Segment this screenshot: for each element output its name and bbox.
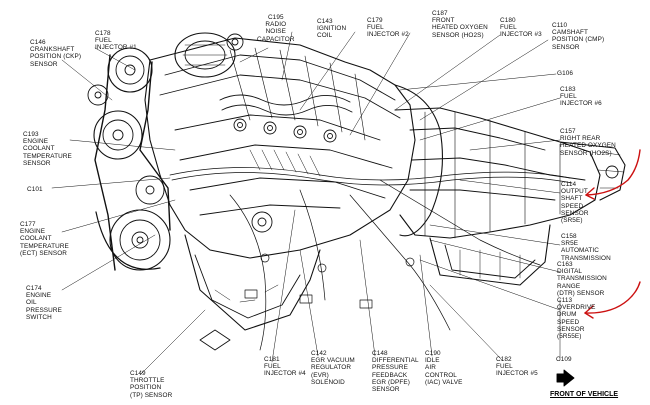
label-c143-ignition-coil: C143 IGNITION COIL xyxy=(317,18,347,40)
wiring-harness xyxy=(169,167,573,351)
label-c114-output-shaft-speed-sensor: C114 OUTPUT SHAFT SPEED SENSOR (SR5E) xyxy=(561,181,589,225)
leader-lines xyxy=(51,31,561,376)
label-c158-automatic-transmission: C158 SR5E AUTOMATIC TRANSMISSION xyxy=(561,233,611,262)
label-c193-engine-coolant-temperature-sensor: C193 ENGINE COOLANT TEMPERATURE SENSOR xyxy=(23,131,72,167)
label-c110-camshaft-position-sensor: C110 CAMSHAFT POSITION (CMP) SENSOR xyxy=(552,22,605,51)
front-of-vehicle-label: FRONT OF VEHICLE xyxy=(550,391,619,398)
label-c182-fuel-injector-5: C182 FUEL INJECTOR #5 xyxy=(496,356,538,378)
label-c163-digital-transmission-range-sensor: C163 DIGITAL TRANSMISSION RANGE (DTR) SE… xyxy=(557,261,607,297)
label-g106: G106 xyxy=(557,70,574,77)
label-c142-egr-vacuum-regulator-solenoid: C142 EGR VACUUM REGULATOR (EVR) SOLENOID xyxy=(311,350,355,386)
label-c157-right-rear-heated-oxygen-sensor: C157 RIGHT REAR HEATED OXYGEN SENSOR (HO… xyxy=(560,128,616,157)
label-c190-idle-air-control-valve: C190 IDLE AIR CONTROL (IAC) VALVE xyxy=(425,350,463,386)
label-c179-fuel-injector-2: C179 FUEL INJECTOR #2 xyxy=(367,17,409,39)
label-c181-fuel-injector-4: C181 FUEL INJECTOR #4 xyxy=(264,356,306,378)
red-check-mark-icon xyxy=(584,149,641,319)
label-c195-radio-noise-capacitor: C195 RADIO NOISE CAPACITOR xyxy=(257,14,295,43)
label-c174-engine-oil-pressure-switch: C174 ENGINE OIL PRESSURE SWITCH xyxy=(26,285,62,321)
accessory-drive xyxy=(87,32,244,271)
label-c178-fuel-injector-1: C178 FUEL INJECTOR #1 xyxy=(95,30,137,52)
label-c183-fuel-injector-6: C183 FUEL INJECTOR #6 xyxy=(560,86,602,108)
label-c109: C109 xyxy=(556,356,572,363)
label-c101: C101 xyxy=(27,186,43,193)
oil-pan xyxy=(184,211,321,351)
label-c113-overdrive-drum-speed-sensor: C113 OVERDRIVE DRUM SPEED SENSOR (5R55E) xyxy=(557,297,596,341)
front-arrow-icon xyxy=(556,369,575,387)
label-c180-fuel-injector-3: C180 FUEL INJECTOR #3 xyxy=(500,17,542,39)
label-c187-front-heated-oxygen-sensor: C187 FRONT HEATED OXYGEN SENSOR (HO2S) xyxy=(432,10,488,39)
label-c177-engine-coolant-temperature-sensor: C177 ENGINE COOLANT TEMPERATURE (ECT) SE… xyxy=(20,221,69,257)
label-c149-throttle-position-sensor: C149 THROTTLE POSITION (TP) SENSOR xyxy=(130,370,173,399)
engine-block xyxy=(144,37,416,259)
label-c146-crankshaft-position-sensor: C146 CRANKSHAFT POSITION (CKP) SENSOR xyxy=(30,39,82,68)
label-c148-dpfe-sensor: C148 DIFFERENTIAL PRESSURE FEEDBACK EGR … xyxy=(372,350,419,394)
